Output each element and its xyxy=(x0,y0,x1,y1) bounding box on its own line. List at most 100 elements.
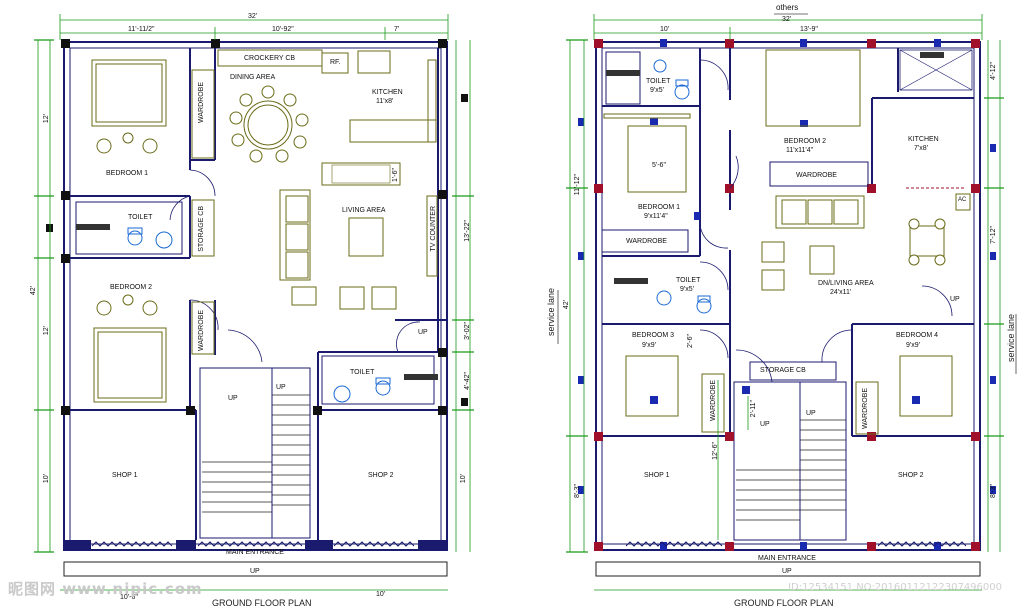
right-toilet2-label: TOILET xyxy=(676,277,701,284)
right-bedroom1-label: BEDROOM 1 xyxy=(638,204,681,211)
left-side-dim-mid: 12' xyxy=(43,326,50,336)
right-side-dim-upper: 11'-12" xyxy=(574,174,581,196)
right-plan-dimension-lines xyxy=(569,14,1001,591)
left-plan-walls xyxy=(63,41,448,551)
right-plan-shutters xyxy=(595,49,981,577)
right-shop2-label: SHOP 2 xyxy=(898,472,924,479)
left-kitchen-label: KITCHEN xyxy=(372,89,403,96)
right-plan-walls xyxy=(595,41,981,551)
left-side-overall-dim: 42' xyxy=(30,286,37,296)
left-top-overall-dim: 32' xyxy=(248,13,258,20)
left-plan-dimension-lines xyxy=(37,14,471,591)
right-bedroom3-label: BEDROOM 3 xyxy=(632,332,675,339)
right-plan-columns-blue xyxy=(578,39,996,550)
watermark-id: ID:12534151 NO:20160112122307496000 xyxy=(788,582,1002,593)
left-wardrobe1-label: WARDROBE xyxy=(198,82,205,123)
right-bedroom4-label: BEDROOM 4 xyxy=(896,332,939,339)
right-up-label-1: UP xyxy=(760,421,770,428)
right-wardrobe3-label: WARDROBE xyxy=(710,380,717,421)
left-plan-counters xyxy=(76,224,438,380)
left-top-dim-1: 11'-11/2" xyxy=(128,26,155,33)
left-plan-title: GROUND FLOOR PLAN xyxy=(212,598,312,608)
service-lane-lines xyxy=(557,13,1017,374)
right-toilet1-label: TOILET xyxy=(646,78,671,85)
right-side-dim-1: 13'-22" xyxy=(464,220,471,242)
right-plan-stair-treads xyxy=(736,419,846,521)
right-side-dim-3: 4'-42" xyxy=(464,372,471,390)
right-ac-label: AC xyxy=(958,197,967,203)
left-plan-dim-ticks xyxy=(34,39,474,553)
right-toilet2-dim: 9'x5' xyxy=(680,286,694,293)
left-bottom-dim-2: 10' xyxy=(376,591,386,598)
right-wardrobe4-label: WARDROBE xyxy=(862,388,869,429)
left-plan-stair-treads xyxy=(202,394,310,513)
right-living-dim: 24'x11' xyxy=(830,289,852,296)
right-side-r-top: 4'-12" xyxy=(990,62,997,80)
right-side-r-mid: 7'-12" xyxy=(990,226,997,244)
left-bedroom1-label: BEDROOM 1 xyxy=(106,170,149,177)
right-side-dim-lower: 8'-3" xyxy=(574,484,581,498)
left-rf-label: RF. xyxy=(330,59,341,66)
right-plan-furniture xyxy=(601,49,971,435)
left-wardrobe2-label: WARDROBE xyxy=(198,310,205,351)
left-living-label: LIVING AREA xyxy=(342,207,386,214)
right-kitchen-dim: 7'x8' xyxy=(914,145,928,152)
right-top-dim-2: 13'-9" xyxy=(800,26,818,33)
right-plan-doors xyxy=(699,59,953,383)
right-side-overall-dim: 42' xyxy=(563,300,570,310)
right-bed3-dim: 2'-6" xyxy=(687,334,694,348)
left-top-dim-2: 10'-92" xyxy=(272,26,294,33)
left-crockery-label: CROCKERY CB xyxy=(244,55,296,62)
left-entrance-label: MAIN ENTRANCE xyxy=(226,549,284,556)
right-bedroom2-label: BEDROOM 2 xyxy=(784,138,827,145)
right-plan-toilet-fixtures xyxy=(605,51,712,314)
right-side-r-low: 8'-3" xyxy=(990,484,997,498)
right-bedroom3-dim: 9'x9' xyxy=(642,342,656,349)
right-wardrobe2-label: WARDROBE xyxy=(796,172,837,179)
right-plan-title: GROUND FLOOR PLAN xyxy=(734,598,834,608)
left-side-dim-lower: 10' xyxy=(43,474,50,484)
left-side-dim-upper: 12' xyxy=(43,114,50,124)
left-kitchen-dim: 11'x8' xyxy=(376,98,394,105)
left-storage-label: STORAGE CB xyxy=(198,206,205,252)
right-bedroom2-dim: 11'x11'4" xyxy=(786,147,814,154)
service-lane-left: service lane xyxy=(546,288,556,337)
watermark-logo: 昵图网 www.nipic.com xyxy=(8,580,203,598)
left-shop1-label: SHOP 1 xyxy=(112,472,138,479)
right-bedroom1-dim: 9'x11'4" xyxy=(644,213,668,220)
right-up-label-2: UP xyxy=(806,410,816,417)
right-stair-dim: 12'-6" xyxy=(712,442,719,460)
left-plan-furniture xyxy=(91,49,438,403)
left-top-dim-3: 7' xyxy=(394,26,400,33)
right-top-overall-dim: 32' xyxy=(782,16,792,23)
right-entrance-label: MAIN ENTRANCE xyxy=(758,555,816,562)
left-up-label-1: UP xyxy=(228,395,238,402)
left-bottom-up-label: UP xyxy=(250,568,260,575)
right-side-dim-4: 10' xyxy=(460,474,467,484)
right-bedroom4-dim: 9'x9' xyxy=(906,342,920,349)
right-stair-dim-2: 2'-11" xyxy=(750,400,757,418)
left-bottom-dim-1: 10'-6" xyxy=(120,594,138,601)
right-top-dim-1: 10' xyxy=(660,26,670,33)
left-tv-counter-dim: 1'-6" xyxy=(392,168,399,182)
left-up-label-3: UP xyxy=(418,329,428,336)
left-plan-doors xyxy=(169,169,421,363)
left-plan-shutters xyxy=(63,541,448,577)
right-storage-label: STORAGE CB xyxy=(760,367,806,374)
right-plan-dim-ticks xyxy=(566,39,1004,553)
service-lane-right: service lane xyxy=(1006,314,1016,363)
left-plan-chairs xyxy=(96,85,309,316)
right-bottom-up-label: UP xyxy=(782,568,792,575)
left-shop2-label: SHOP 2 xyxy=(368,472,394,479)
right-plan-columns-red xyxy=(594,39,980,551)
right-living-label: DN/LIVING AREA xyxy=(818,280,874,287)
right-header-label: others xyxy=(776,3,799,12)
left-toilet1-label: TOILET xyxy=(128,214,153,221)
right-toilet1-dim: 9'x5' xyxy=(650,87,664,94)
right-up-label-3: UP xyxy=(950,296,960,303)
left-up-label-2: UP xyxy=(276,384,286,391)
right-wardrobe1-label: WARDROBE xyxy=(626,238,667,245)
right-side-dim-2: 3'-02" xyxy=(464,322,471,340)
right-plan-dining-chairs xyxy=(908,218,946,266)
